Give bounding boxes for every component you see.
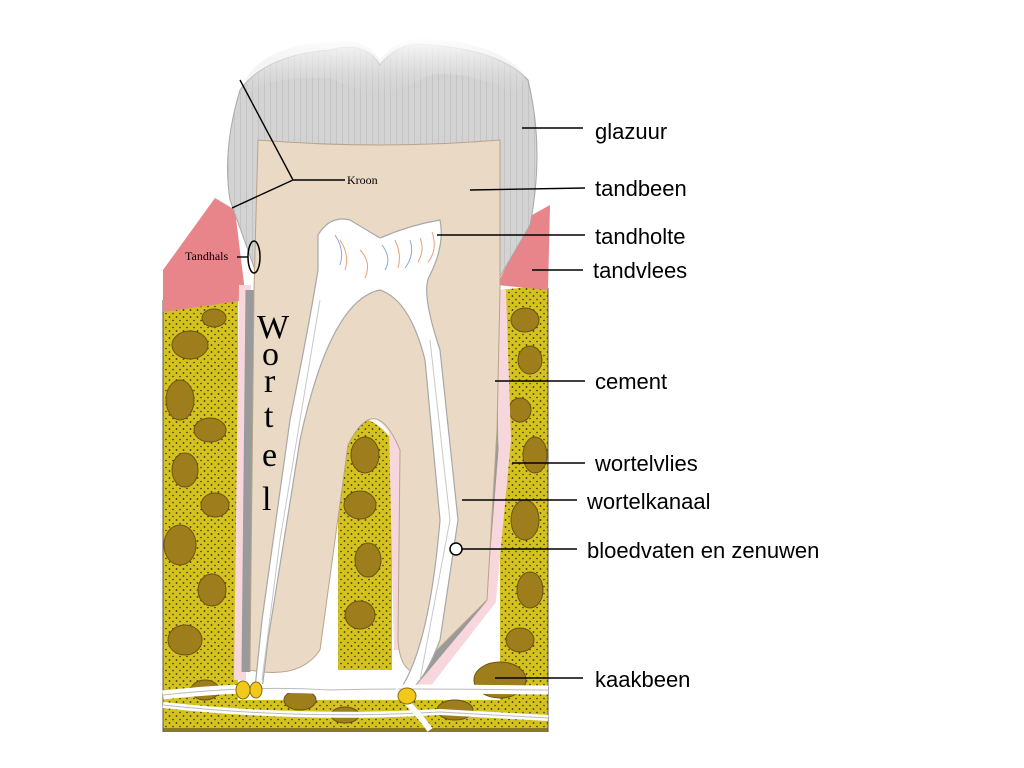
label-tandholte: tandholte [595, 224, 686, 249]
label-wortelvlies: wortelvlies [594, 451, 698, 476]
pulp [254, 218, 459, 691]
leader-lines [437, 127, 586, 679]
label-glazuur: glazuur [595, 119, 667, 144]
gum-tissue [163, 198, 550, 312]
dentin [249, 139, 501, 673]
tandhals-label: Tandhals [185, 249, 228, 263]
nerve-bundle [162, 680, 549, 732]
wortel-label: W o r t e l [257, 309, 290, 518]
label-kaakbeen: kaakbeen [595, 667, 690, 692]
svg-text:o: o [262, 336, 279, 373]
svg-text:r: r [264, 363, 276, 400]
bloedvaten-marker [449, 542, 463, 556]
label-bloedvaten: bloedvaten en zenuwen [587, 538, 819, 563]
label-tandvlees: tandvlees [593, 258, 687, 283]
kroon-label: Kroon [347, 173, 378, 187]
svg-text:W: W [257, 309, 290, 346]
crown-bracket [231, 79, 345, 209]
tandhals-marker [247, 240, 261, 274]
svg-text:l: l [262, 481, 271, 518]
label-wortelkanaal: wortelkanaal [586, 489, 711, 514]
label-cement: cement [595, 369, 667, 394]
svg-text:t: t [264, 398, 274, 435]
label-tandbeen: tandbeen [595, 176, 687, 201]
svg-text:e: e [262, 437, 277, 474]
